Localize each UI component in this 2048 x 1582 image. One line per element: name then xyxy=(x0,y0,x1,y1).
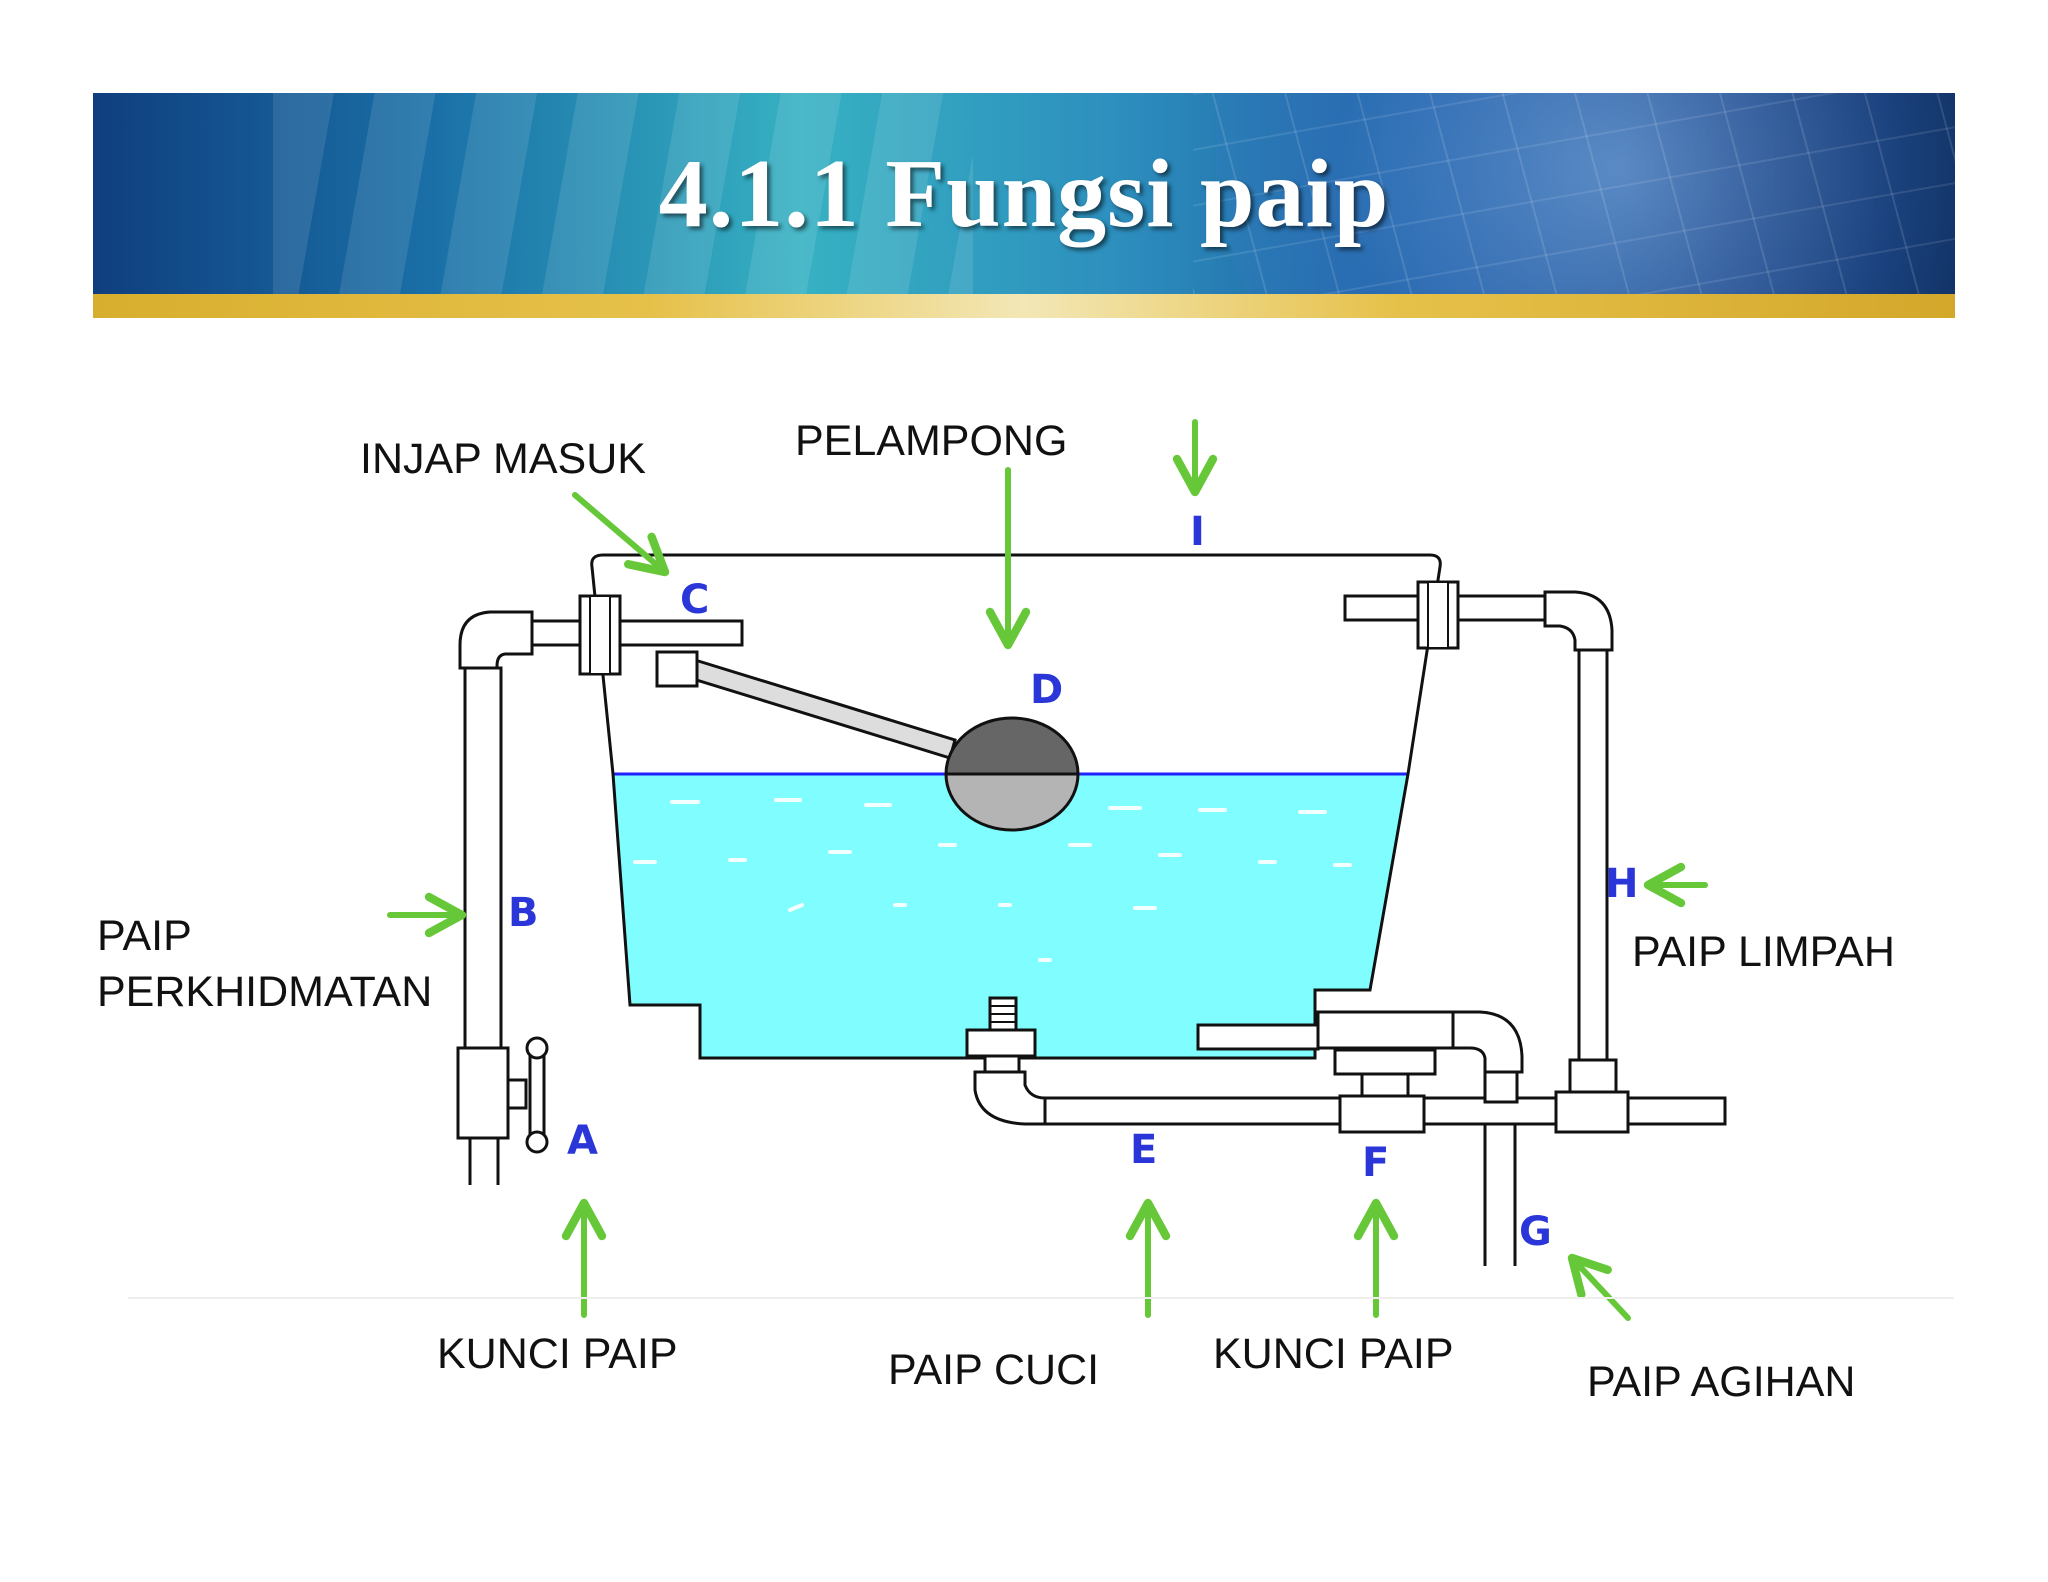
title-banner xyxy=(93,93,1955,294)
stopcock-f-stem xyxy=(1360,1072,1410,1098)
inlet-valve-body xyxy=(655,650,699,688)
label-pelampong: PELAMPONG xyxy=(795,417,1068,465)
letter-b: B xyxy=(508,890,539,936)
overflow-vertical-pipe xyxy=(1577,648,1609,1062)
arrow-injap-masuk xyxy=(572,492,670,577)
outlet-pipe-inside xyxy=(1196,1023,1320,1051)
label-kunci-paip-right: KUNCI PAIP xyxy=(1213,1330,1454,1378)
washout-nut xyxy=(965,1028,1037,1058)
letter-g: G xyxy=(1519,1209,1552,1255)
arrow-paip-agihan xyxy=(1567,1253,1631,1321)
label-kunci-paip-left: KUNCI PAIP xyxy=(437,1330,678,1378)
label-paip-agihan: PAIP AGIHAN xyxy=(1587,1358,1856,1406)
label-paip-perkhidmatan-line2: PERKHIDMATAN xyxy=(97,968,433,1016)
bottom-tee xyxy=(1554,1090,1630,1134)
letter-c: C xyxy=(680,577,710,623)
washout-flange xyxy=(983,1054,1021,1074)
float-ball-bottom xyxy=(944,772,1080,832)
stopcock-a-body xyxy=(456,1046,510,1140)
tank-outline xyxy=(590,553,1442,1060)
outlet-pipe-outside xyxy=(1316,1010,1455,1050)
distribution-pipe-vertical xyxy=(1483,1070,1519,1104)
label-arrows xyxy=(387,419,1708,1321)
globe-grid-graphic xyxy=(1193,93,1955,294)
keyboard-graphic xyxy=(273,93,973,294)
letter-a: A xyxy=(567,1118,598,1164)
letter-e: E xyxy=(1130,1127,1158,1173)
float-arm xyxy=(688,658,957,760)
stopcock-f-handle xyxy=(1333,1048,1437,1076)
overflow-elbow xyxy=(1543,590,1614,652)
gold-divider-bar xyxy=(93,294,1955,318)
service-pipe-upper xyxy=(463,666,503,1050)
page-title: 4.1.1 Fungsi paip xyxy=(658,139,1390,248)
washout-elbow xyxy=(973,1070,1047,1126)
footer-divider xyxy=(128,1297,1954,1299)
stopcock-a-knob-bottom xyxy=(525,1130,549,1154)
label-paip-perkhidmatan-line1: PAIP xyxy=(97,912,192,960)
label-injap-masuk: INJAP MASUK xyxy=(360,435,646,483)
globe-graphic xyxy=(1213,93,1955,294)
inlet-elbow xyxy=(458,610,534,670)
stopcock-a-knob-top xyxy=(525,1036,549,1060)
label-paip-limpah: PAIP LIMPAH xyxy=(1632,928,1895,976)
float-ball-top xyxy=(944,716,1080,776)
water xyxy=(613,774,1408,1058)
stopcock-f-body xyxy=(1338,1094,1426,1134)
label-paip-cuci: PAIP CUCI xyxy=(888,1346,1100,1394)
water-sparkles xyxy=(633,798,1352,962)
inlet-horizontal-pipe xyxy=(530,619,744,647)
outlet-elbow xyxy=(1451,1010,1524,1074)
inlet-tank-flange-inner xyxy=(589,595,611,675)
letter-d: D xyxy=(1030,667,1064,713)
letter-f: F xyxy=(1362,1140,1390,1186)
letter-h: H xyxy=(1605,861,1639,907)
overflow-tank-flange-inner xyxy=(1427,581,1449,649)
letter-i: I xyxy=(1190,509,1205,555)
stopcock-a-stem xyxy=(506,1078,528,1110)
